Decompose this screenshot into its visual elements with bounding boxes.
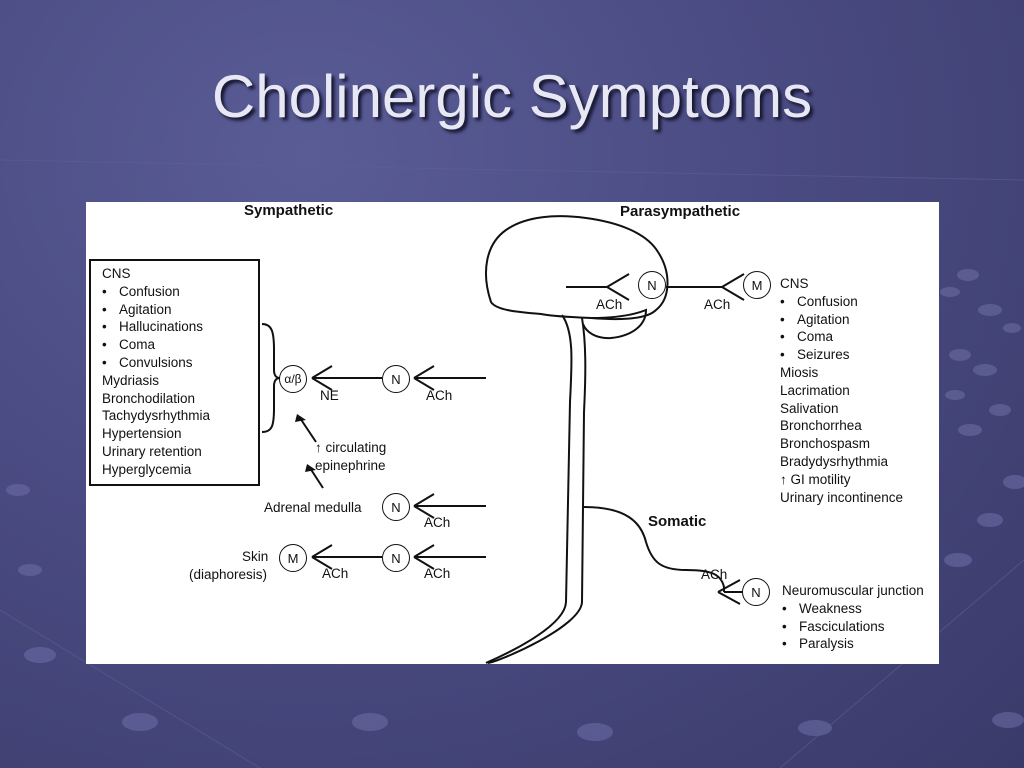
ach-label: ACh [426, 388, 453, 403]
diagram-lines [261, 215, 761, 664]
slide-title: Cholinergic Symptoms [211, 63, 813, 130]
list-item: Hallucinations [102, 318, 210, 336]
list-item: Agitation [780, 311, 903, 329]
ach-label: ACh [596, 297, 623, 312]
nicotinic-receptor-node: N [742, 578, 770, 606]
diaphoresis-label: (diaphoresis) [189, 567, 268, 582]
parasympathetic-header: Parasympathetic [620, 203, 741, 220]
list-item: Confusion [102, 283, 210, 301]
list-item: Tachydysrhythmia [102, 408, 211, 424]
list-item: Salivation [780, 400, 839, 416]
list-item: Bradydysrhythmia [780, 453, 889, 469]
nicotinic-receptor-node: N [382, 365, 410, 393]
cerebellum-outline [582, 308, 648, 340]
somatic-effects-list: Neuromuscular junction Weakness Fascicul… [782, 582, 924, 653]
epi-arrow-1 [309, 467, 324, 489]
alpha-beta-receptor-node: α/β [279, 365, 307, 393]
list-item: Confusion [780, 293, 903, 311]
adrenal-medulla-label: Adrenal medulla [264, 500, 362, 515]
list-item: Hyperglycemia [102, 461, 192, 477]
list-item: Coma [102, 336, 210, 354]
muscarinic-receptor-node: M [743, 271, 771, 299]
list-item: Miosis [780, 364, 819, 380]
brain-outline [485, 215, 669, 321]
ach-label: ACh [322, 566, 349, 581]
list-item: Urinary incontinence [780, 489, 904, 505]
symp-cns-label: CNS [102, 266, 131, 281]
nmj-label: Neuromuscular junction [782, 583, 924, 598]
sympathetic-header: Sympathetic [244, 202, 334, 219]
ach-label: ACh [704, 297, 731, 312]
ne-label: NE [320, 388, 339, 403]
somatic-nerve [583, 506, 725, 592]
list-item: Weakness [782, 600, 924, 618]
list-item: Hypertension [102, 426, 182, 442]
sympathetic-effects-list: CNS Confusion Agitation Hallucinations C… [102, 265, 210, 479]
autonomic-diagram: Sympathetic Parasympathetic Somatic CNS … [86, 202, 939, 664]
ach-label: ACh [424, 515, 451, 530]
circulating-epinephrine-line1: ↑ circulating [315, 440, 387, 455]
list-item: Urinary retention [102, 443, 202, 459]
nicotinic-receptor-node: N [638, 271, 666, 299]
circulating-epinephrine-line2: epinephrine [315, 458, 386, 473]
ach-label: ACh [701, 567, 728, 582]
list-item: Mydriasis [102, 372, 160, 388]
list-item: Paralysis [782, 635, 924, 653]
list-item: Seizures [780, 346, 903, 364]
sympathetic-effects-box [89, 259, 260, 486]
muscarinic-receptor-node: M [279, 544, 307, 572]
spinal-cord [485, 314, 587, 664]
list-item: Bronchorrhea [780, 418, 862, 434]
nicotinic-receptor-node: N [382, 493, 410, 521]
list-item: Bronchospasm [780, 436, 871, 452]
effect-bracket [261, 323, 281, 433]
ach-label: ACh [424, 566, 451, 581]
list-item: Bronchodilation [102, 390, 196, 406]
skin-label: Skin [242, 549, 269, 564]
list-item: Convulsions [102, 354, 210, 372]
list-item: Fasciculations [782, 618, 924, 636]
parasympathetic-effects-list: CNS Confusion Agitation Coma Seizures Mi… [780, 275, 903, 506]
nicotinic-receptor-node: N [382, 544, 410, 572]
somatic-header: Somatic [648, 513, 707, 530]
list-item: Coma [780, 328, 903, 346]
list-item: Agitation [102, 301, 210, 319]
list-item: Lacrimation [780, 382, 850, 398]
list-item: ↑ GI motility [780, 471, 851, 487]
para-cns-label: CNS [780, 276, 809, 291]
